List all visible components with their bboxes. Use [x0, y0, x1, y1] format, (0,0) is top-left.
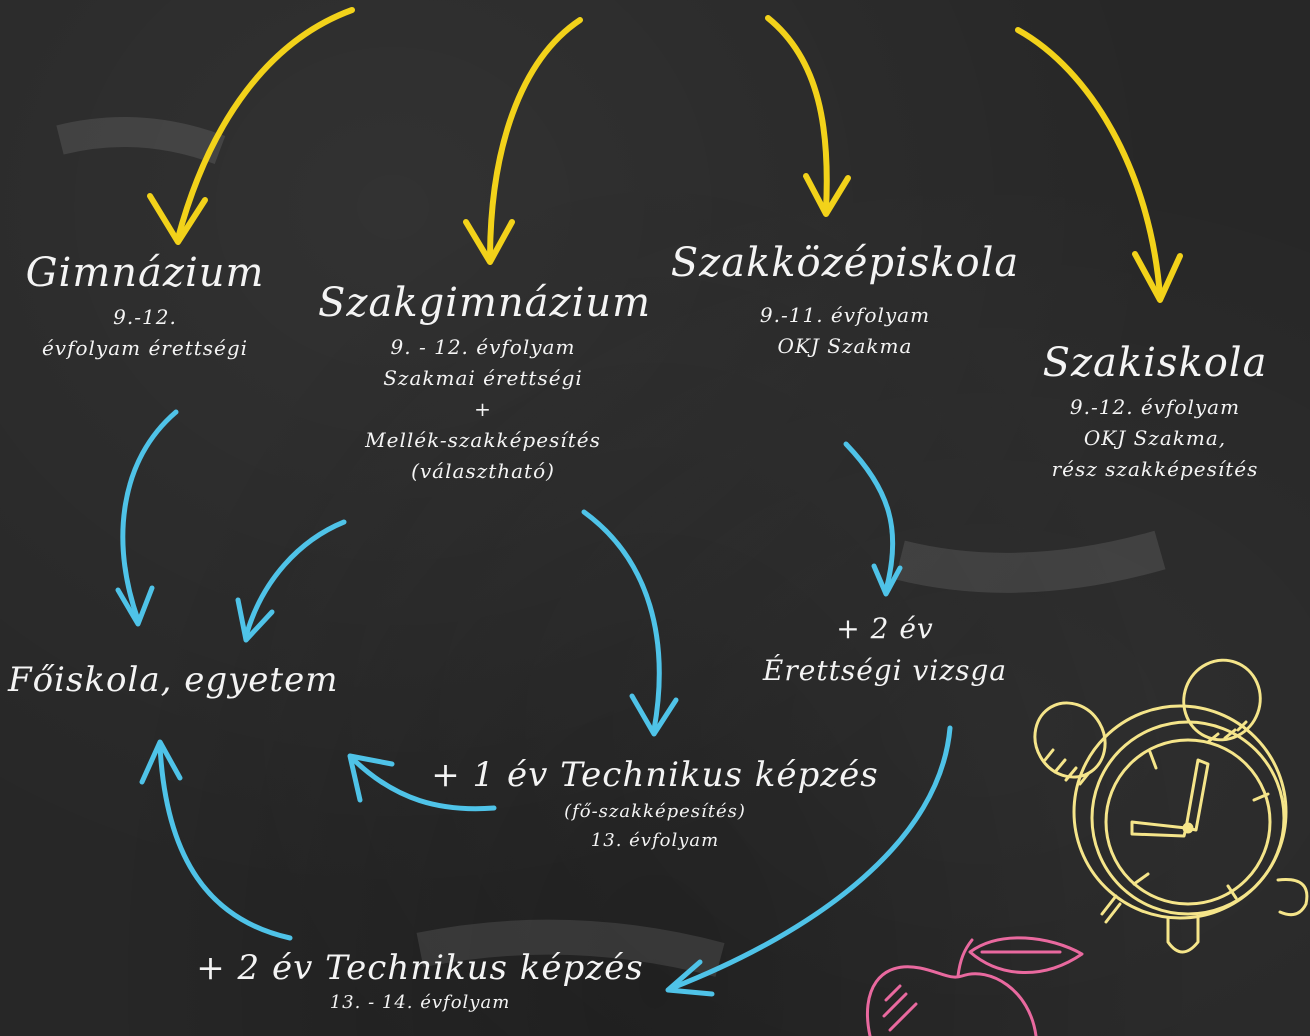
- yellow-arrows: [147, 7, 1183, 303]
- gimnazium-exam: évfolyam érettségi: [41, 336, 249, 360]
- szakiskola-qualification: OKJ Szakma,: [1083, 426, 1227, 450]
- szakgimnazium-grade: 9. - 12. évfolyam: [390, 335, 576, 359]
- szakgimnazium-qualification: Mellék-szakképesítés: [365, 428, 601, 452]
- arrow-erettsegi-to-technikus2: [665, 725, 953, 997]
- gimnazium-grade: 9.-12.: [113, 305, 177, 329]
- arrow-technikus2-to-foiskola: [139, 739, 293, 941]
- foiskola-title: Főiskola, egyetem: [8, 660, 339, 700]
- szakiskola-title: Szakiskola: [1042, 340, 1268, 386]
- szakgimnazium-optional: (választható): [411, 459, 555, 483]
- arrow-technikus1-to-foiskola: [347, 753, 497, 812]
- szakgimnazium-exam: Szakmai érettségi: [383, 366, 583, 390]
- szakkozepiskola-grade: 9.-11. évfolyam: [759, 303, 931, 327]
- szakkozepiskola-title: Szakközépiskola: [670, 240, 1020, 286]
- gimnazium-block: Gimnázium 9.-12. évfolyam érettségi: [0, 250, 290, 364]
- blue-arrows: [115, 409, 953, 997]
- erettsegi-exam: Érettségi vizsga: [762, 654, 1008, 687]
- gimnazium-title: Gimnázium: [25, 250, 265, 296]
- technikus2-title: + 2 év Technikus képzés: [196, 948, 644, 988]
- technikus1-block: + 1 év Technikus képzés (fő-szakképesíté…: [400, 755, 910, 855]
- erettsegi-plus-years: + 2 év: [836, 612, 934, 645]
- arrow-szakgimnazium-to-technikus1: [581, 509, 679, 737]
- apple-illustration: [865, 936, 1084, 1036]
- arrow-szakkozepiskola-to-erettsegi: [843, 441, 903, 597]
- erettsegi-block: + 2 év Érettségi vizsga: [740, 608, 1030, 692]
- szakkozepiskola-block: Szakközépiskola 9.-11. évfolyam OKJ Szak…: [655, 240, 1035, 362]
- szakgimnazium-plus: +: [474, 397, 492, 421]
- arrow-to-gimnazium: [147, 7, 355, 245]
- szakiskola-block: Szakiskola 9.-12. évfolyam OKJ Szakma, r…: [1010, 340, 1300, 485]
- arrow-to-szakgimnazium: [463, 17, 583, 265]
- technikus1-qualification: (fő-szakképesítés): [564, 801, 746, 822]
- arrow-to-szakiskola: [1015, 27, 1183, 303]
- technikus1-title: + 1 év Technikus képzés: [431, 755, 879, 795]
- szakgimnazium-title: Szakgimnázium: [318, 280, 652, 326]
- szakkozepiskola-qualification: OKJ Szakma: [777, 334, 913, 358]
- arrow-szakgimnazium-to-foiskola: [235, 519, 347, 643]
- technikus2-block: + 2 év Technikus képzés 13. - 14. évfoly…: [160, 948, 680, 1017]
- technikus1-grade: 13. évfolyam: [590, 830, 720, 851]
- alarm-clock-illustration: [1033, 658, 1309, 954]
- arrow-to-szakkozepiskola: [765, 15, 851, 217]
- arrow-gimnazium-to-foiskola: [115, 409, 179, 627]
- szakiskola-partial: rész szakképesítés: [1051, 457, 1259, 481]
- szakgimnazium-block: Szakgimnázium 9. - 12. évfolyam Szakmai …: [318, 280, 652, 487]
- technikus2-grade: 13. - 14. évfolyam: [329, 992, 511, 1013]
- szakiskola-grade: 9.-12. évfolyam: [1069, 395, 1241, 419]
- chalk-smudges: [56, 117, 1166, 977]
